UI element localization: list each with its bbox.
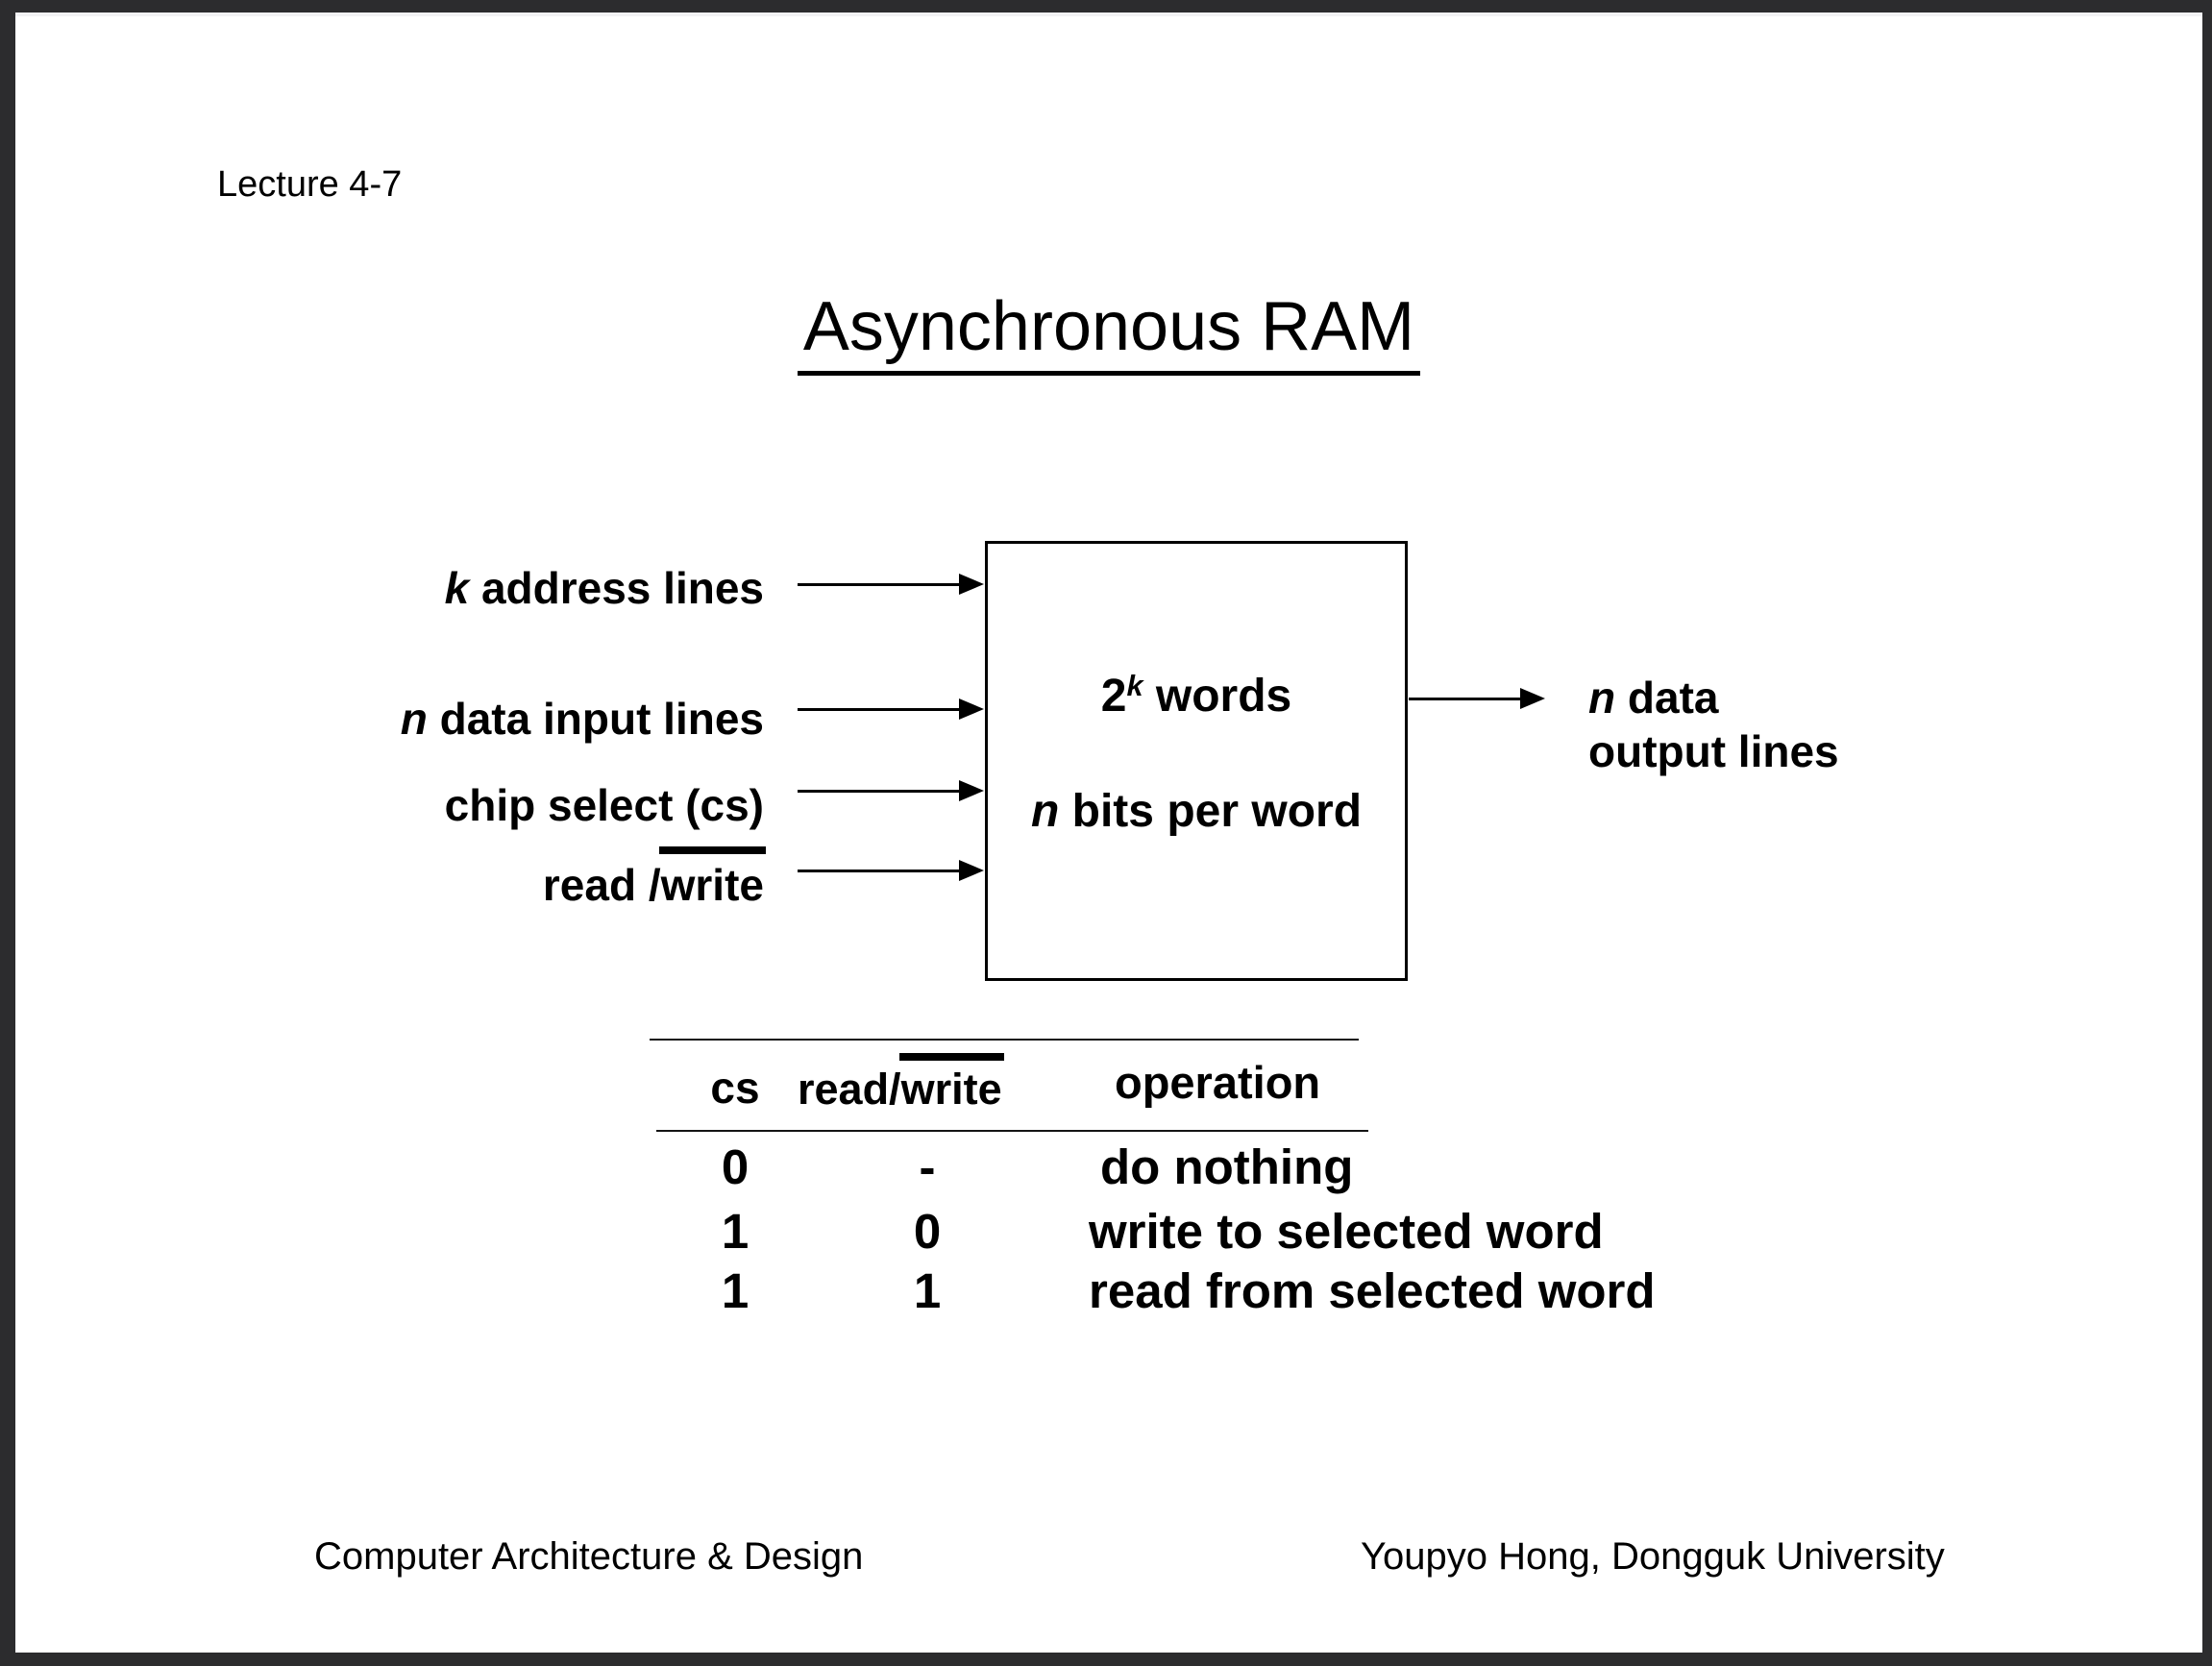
input-label-read-write: read /write [15, 846, 767, 911]
output-label-data-output-lines: n data output lines [1588, 671, 1839, 778]
lecture-number-label: Lecture 4-7 [217, 164, 403, 205]
data-output-arrow-icon [1409, 688, 1545, 709]
header-write-overlined: write [898, 1053, 1004, 1114]
read-write-value: 0 [913, 1204, 942, 1259]
ram-capacity-label: 2k words [988, 669, 1405, 727]
read-write-prefix: read / [542, 860, 661, 910]
presentation-slide: Lecture 4-7 Asynchronous RAM 2k words n … [15, 12, 2202, 1653]
bits-variable: n [1030, 786, 1060, 837]
address-variable: k [444, 563, 470, 613]
column-header-operation: operation [1115, 1057, 1321, 1108]
output-variable: n [1588, 673, 1616, 723]
operation-value: read from selected word [1089, 1263, 1656, 1318]
output-line2: output lines [1588, 726, 1839, 776]
words-exponent: k [1126, 669, 1143, 703]
output-line1: n data [1588, 671, 1839, 724]
table-header-rule [656, 1130, 1368, 1132]
header-read-write-prefix: read/ [798, 1065, 901, 1114]
read-write-value: 1 [913, 1263, 942, 1318]
words-base: 2 [1100, 671, 1127, 722]
ram-block: 2k words n bits per word [985, 541, 1408, 981]
cs-value: 0 [721, 1139, 750, 1194]
chip-select-arrow-icon [798, 780, 984, 801]
data-in-rest: data input lines [427, 694, 764, 744]
read-write-value: - [919, 1139, 936, 1194]
column-header-read-write: read/write [798, 1053, 1004, 1115]
footer-course-title: Computer Architecture & Design [314, 1535, 864, 1578]
address-arrow-icon [798, 574, 984, 595]
title-container: Asynchronous RAM [15, 288, 2202, 376]
operation-value: write to selected word [1089, 1204, 1604, 1259]
ram-wordsize-label: n bits per word [988, 785, 1405, 838]
input-label-address-lines: k address lines [15, 562, 764, 614]
input-label-chip-select: chip select (cs) [15, 779, 764, 831]
output-rest: data [1615, 673, 1719, 723]
read-write-arrow-icon [798, 860, 984, 881]
address-rest: address lines [469, 563, 764, 613]
data-input-arrow-icon [798, 698, 984, 720]
slide-title: Asynchronous RAM [797, 288, 1421, 376]
footer-author: Youpyo Hong, Dongguk University [1361, 1535, 1945, 1578]
cs-value: 1 [721, 1263, 750, 1318]
operation-value: do nothing [1100, 1139, 1354, 1194]
cs-value: 1 [721, 1204, 750, 1259]
data-in-variable: n [400, 694, 428, 744]
write-overlined: write [658, 846, 767, 910]
column-header-cs: cs [710, 1063, 760, 1113]
words-rest: words [1143, 671, 1292, 722]
table-top-rule [650, 1039, 1359, 1041]
bits-rest: bits per word [1059, 786, 1363, 837]
input-label-data-input-lines: n data input lines [15, 693, 764, 745]
chip-select-text: chip select (cs) [444, 780, 764, 830]
